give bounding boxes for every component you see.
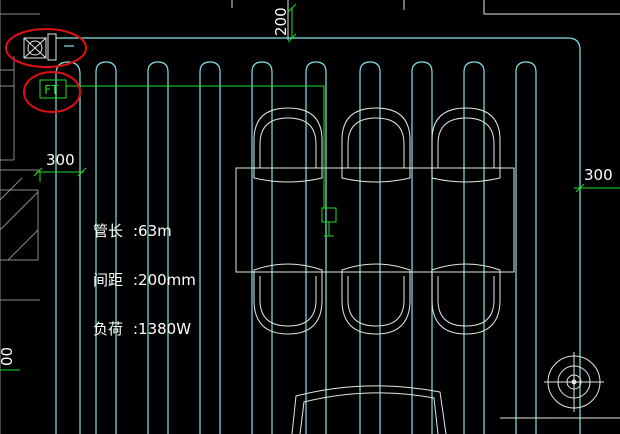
pipe-loop-segment[interactable] [463,61,485,434]
top-border [231,0,620,40]
spacing-label: 间距 [93,271,123,289]
pipe-loop-segment[interactable] [55,61,81,434]
heating-pipe-loop[interactable] [55,61,537,434]
flow-meter-symbol[interactable]: FT [39,79,67,99]
dimension-left-value: 300 [46,151,75,169]
chair-outline [431,107,501,183]
chair-inner-outline [437,276,495,327]
flow-meter-line [66,85,337,237]
pipe-loop-segment[interactable] [411,61,433,434]
dimension-top-value: 200 [272,7,290,36]
furniture-outlines [235,107,515,335]
pipe-info-block: 管长 :63m 间距 :200mm 负荷 :1380W [93,222,196,338]
chair-outline [431,263,501,335]
pipe-loop-segment[interactable] [359,61,381,434]
pipe-loop-segment[interactable] [199,61,221,434]
spacing-value: :200mm [133,271,196,289]
chair-inner-outline [347,276,405,327]
manifold-icon[interactable] [23,33,57,61]
wall-structure [0,0,40,434]
dimension-top-200: 200 [272,3,297,43]
dimension-right-300: 300 [574,166,620,193]
dimension-right-value: 300 [584,166,613,184]
chair-outline [341,107,411,183]
chair-outline [253,107,323,183]
pipe-loop-segment[interactable] [95,61,117,434]
pipe-loop-segment[interactable] [305,61,327,434]
dimension-partial-value: 00 [0,347,16,366]
chair-inner-outline [259,276,317,327]
dimension-left-300: 300 [33,151,87,182]
chair-inner-outline [347,117,405,168]
chair-inner-outline [437,117,495,168]
door-swing-outline [291,385,620,434]
chair-inner-outline [259,117,317,168]
supply-header-pipe[interactable] [56,37,581,434]
pipe-length-value: :63m [133,222,172,240]
pipe-loop-segment[interactable] [147,61,169,434]
chair-outline [253,263,323,335]
floor-drain-icon[interactable] [544,352,604,412]
load-label: 负荷 [93,320,123,338]
dimension-left-partial: 00 [0,347,20,371]
flow-meter-label: FT [44,83,58,97]
red-markup-circles [5,28,87,113]
pipe-loop-segment[interactable] [251,61,273,434]
pipe-length-label: 管长 [93,222,123,240]
pipe-loop-segment[interactable] [515,61,537,434]
chair-outline [341,263,411,335]
load-value: :1380W [133,320,191,338]
